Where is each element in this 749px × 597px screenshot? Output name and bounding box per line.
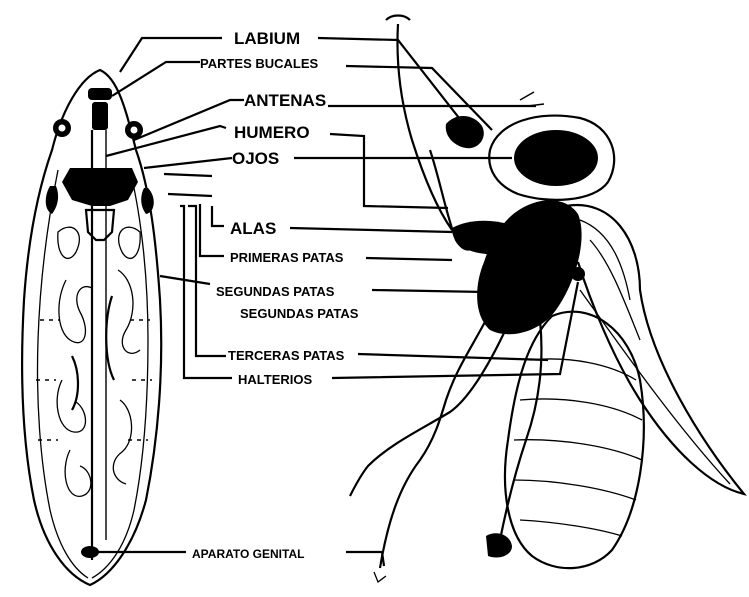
label-antenas: ANTENAS xyxy=(244,91,326,110)
label-alas: ALAS xyxy=(230,219,276,238)
pupa-inner-margin-left xyxy=(38,170,89,578)
label-halterios: HALTERIOS xyxy=(238,372,312,387)
pupa-gut xyxy=(57,270,140,496)
label-segundas-patas-1: SEGUNDAS PATAS xyxy=(216,284,335,299)
pupa-wing-left xyxy=(46,186,58,214)
fly-second-leg xyxy=(350,320,510,496)
pupa-mouthparts xyxy=(88,88,112,100)
label-humero: HUMERO xyxy=(234,123,310,142)
label-labium: LABIUM xyxy=(234,29,300,48)
fly-third-leg xyxy=(500,320,541,540)
pupa-wing-right xyxy=(141,188,154,214)
label-primeras-patas: PRIMERAS PATAS xyxy=(230,250,344,265)
fly-thorax xyxy=(477,200,581,334)
fly-illustration xyxy=(350,16,744,583)
labels: LABIUM PARTES BUCALES ANTENAS HUMERO OJO… xyxy=(192,29,359,561)
label-terceras-patas: TERCERAS PATAS xyxy=(228,348,345,363)
label-partes-bucales: PARTES BUCALES xyxy=(200,56,319,71)
fly-eye xyxy=(514,130,598,186)
fly-haltere xyxy=(571,267,585,281)
label-segundas-patas-2: SEGUNDAS PATAS xyxy=(240,306,359,321)
fly-wing xyxy=(566,205,744,494)
pupa-genital xyxy=(81,546,99,558)
label-aparato-genital: APARATO GENITAL xyxy=(192,547,304,561)
pupa-labium xyxy=(92,102,108,130)
pupa-thorax xyxy=(62,168,138,206)
label-ojos: OJOS xyxy=(232,149,279,168)
fly-antenna xyxy=(446,116,484,148)
